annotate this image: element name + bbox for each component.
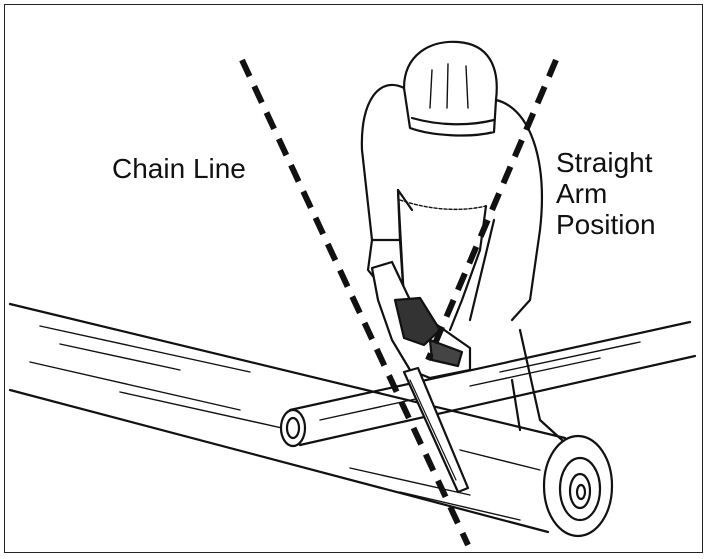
straight-arm-label-line-2: Arm	[556, 178, 656, 209]
chain-line-label: Chain Line	[112, 153, 246, 184]
straight-arm-position-label: Straight Arm Position	[556, 147, 656, 240]
straight-arm-label-line-1: Straight	[556, 147, 656, 178]
straight-arm-label-line-3: Position	[556, 209, 656, 240]
